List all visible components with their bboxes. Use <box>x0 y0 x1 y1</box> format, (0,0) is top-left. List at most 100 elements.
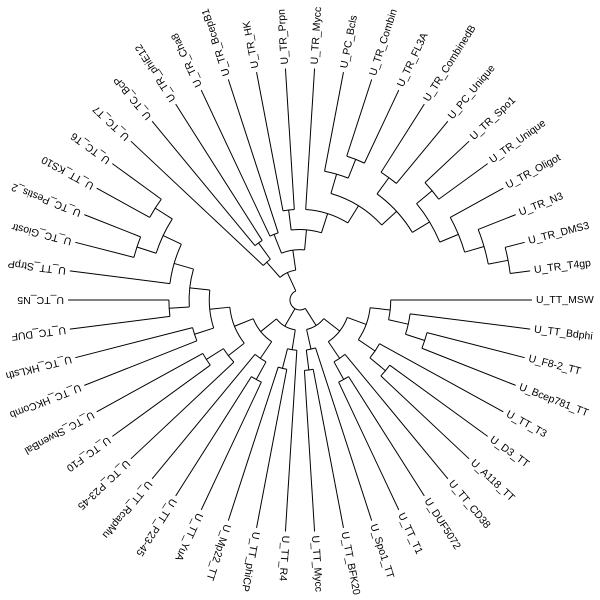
tree-branch-56 <box>234 318 254 327</box>
tree-branch-140 <box>477 214 516 230</box>
leaf-label-1: U_TT_Bdphi <box>533 323 593 342</box>
tree-branch-111 <box>320 213 329 233</box>
tree-branch-70 <box>75 327 193 359</box>
leaf-label-36: U_TR_HK <box>241 20 262 69</box>
leaf-label-38: U_TR_Mycc <box>309 6 325 64</box>
leaf-label-37: U_TR_Prpn <box>275 9 290 65</box>
tree-arc-4 <box>328 317 348 343</box>
leaf-label-16: U_TT_YuA <box>172 511 205 563</box>
tree-branch-5 <box>347 316 367 325</box>
tree-arc-120 <box>346 155 365 164</box>
tree-branch-1 <box>304 308 317 326</box>
tree-branch-22 <box>389 364 488 437</box>
tree-arc-66 <box>208 289 215 329</box>
tree-branch-13 <box>405 333 425 341</box>
tree-arc-52 <box>251 376 262 383</box>
tree-branch-24 <box>327 341 341 359</box>
tree-branch-116 <box>330 173 338 194</box>
tree-arc-59 <box>222 348 235 363</box>
leaf-label-2: U_F8-2_TT <box>527 353 583 378</box>
tree-arc-21 <box>380 364 391 377</box>
leaf-label-46: U_TR_Oligot <box>504 152 563 192</box>
tree-arc-28 <box>338 376 349 383</box>
tree-branch-79 <box>69 270 171 285</box>
tree-branch-53 <box>200 381 262 511</box>
tree-branch-36 <box>312 369 344 528</box>
tree-arc-126 <box>380 171 397 184</box>
tree-arc-72 <box>188 268 194 307</box>
tree-arc-112 <box>305 208 349 224</box>
tree-branch-7 <box>370 307 391 311</box>
tree-branch-92 <box>266 261 281 278</box>
tree-branch-75 <box>69 315 171 330</box>
tree-branch-103 <box>200 89 271 237</box>
leaf-label-4: U_TT_T3 <box>504 408 549 440</box>
leaf-label-26: U_TT_StrpP <box>7 257 66 276</box>
leaf-label-6: U_A118_TT <box>468 457 517 504</box>
tree-branch-82 <box>136 246 157 254</box>
leaf-label-20: U_TC_F10 <box>64 434 113 474</box>
leaf-label-40: U_TR_Combin <box>367 7 400 77</box>
tree-branch-67 <box>194 327 214 335</box>
tree-arc-108 <box>282 208 295 212</box>
tree-arc-132 <box>424 182 440 200</box>
tree-branch-98 <box>175 103 263 241</box>
tree-branch-128 <box>396 120 449 184</box>
tree-branch-122 <box>363 89 400 164</box>
tree-branch-29 <box>348 376 425 497</box>
tree-arc-14 <box>421 332 428 349</box>
tree-branch-27 <box>333 361 345 380</box>
tree-branches <box>68 68 532 532</box>
tree-branch-104 <box>227 79 279 234</box>
tree-branch-43 <box>281 348 288 369</box>
leaf-label-31: U_TC_T7 <box>90 103 132 143</box>
tree-branch-121 <box>346 79 373 157</box>
tree-branch-40 <box>291 329 296 350</box>
tree-branch-63 <box>112 364 211 437</box>
leaf-label-11: U_TT_BFK20 <box>339 531 363 596</box>
tree-branch-51 <box>255 361 267 380</box>
tree-arc-41 <box>287 348 297 351</box>
leaf-label-5: U_D3_TT <box>488 434 532 471</box>
leaf-label-44: U_TR_Spo1 <box>468 94 518 142</box>
tree-arc-117 <box>324 170 349 179</box>
leaf-label-8: U_DUF5072 <box>422 496 463 552</box>
tree-branch-94 <box>130 140 264 266</box>
tree-branch-55 <box>151 354 256 480</box>
tree-branch-105 <box>304 229 307 250</box>
tree-branch-49 <box>259 341 273 359</box>
leaf-label-15: U_Mp22_TT <box>203 523 233 583</box>
leaf-labels: U_TT_MSWU_TT_BdphiU_F8-2_TTU_Bcep781_TTU… <box>4 6 594 596</box>
leaf-label-30: U_TC_T6 <box>68 130 112 167</box>
tree-arc-106 <box>291 229 322 234</box>
tree-branch-90 <box>286 272 297 292</box>
tree-branch-33 <box>315 347 373 521</box>
leaf-label-28: U_TC_Pestis_2 <box>10 181 83 219</box>
tree-arc-6 <box>357 307 371 340</box>
leaf-label-33: U_TR_phiE12 <box>133 42 179 104</box>
leaf-label-48: U_TR_DMS3 <box>527 220 591 247</box>
tree-arc-57 <box>229 307 245 344</box>
leaf-label-39: U_PC_Bcls <box>338 14 360 69</box>
tree-branch-30 <box>338 381 400 511</box>
tree-branch-125 <box>376 177 390 195</box>
tree-arc-8 <box>388 299 392 320</box>
leaf-label-14: U_TT_phiCP <box>239 531 262 593</box>
tree-branch-133 <box>424 140 470 183</box>
tree-branch-12 <box>409 313 531 330</box>
tree-branch-118 <box>324 72 344 172</box>
leaf-label-41: U_TR_FL3A <box>395 31 431 89</box>
tree-branch-86 <box>154 207 173 220</box>
tree-arc-136 <box>449 217 466 253</box>
tree-arc-11 <box>405 313 411 335</box>
tree-arc-124 <box>376 193 413 233</box>
tree-branch-77 <box>173 262 194 270</box>
leaf-label-47: U_TR_N3 <box>517 190 565 218</box>
tree-branch-84 <box>75 241 135 258</box>
tree-branch-129 <box>412 221 430 233</box>
leaf-label-34: U_TR_Cha8 <box>169 31 205 89</box>
tree-arc-25 <box>333 353 346 363</box>
tree-branch-31 <box>306 329 312 350</box>
tree-arc-2 <box>306 318 325 330</box>
tree-branch-64 <box>96 352 204 413</box>
